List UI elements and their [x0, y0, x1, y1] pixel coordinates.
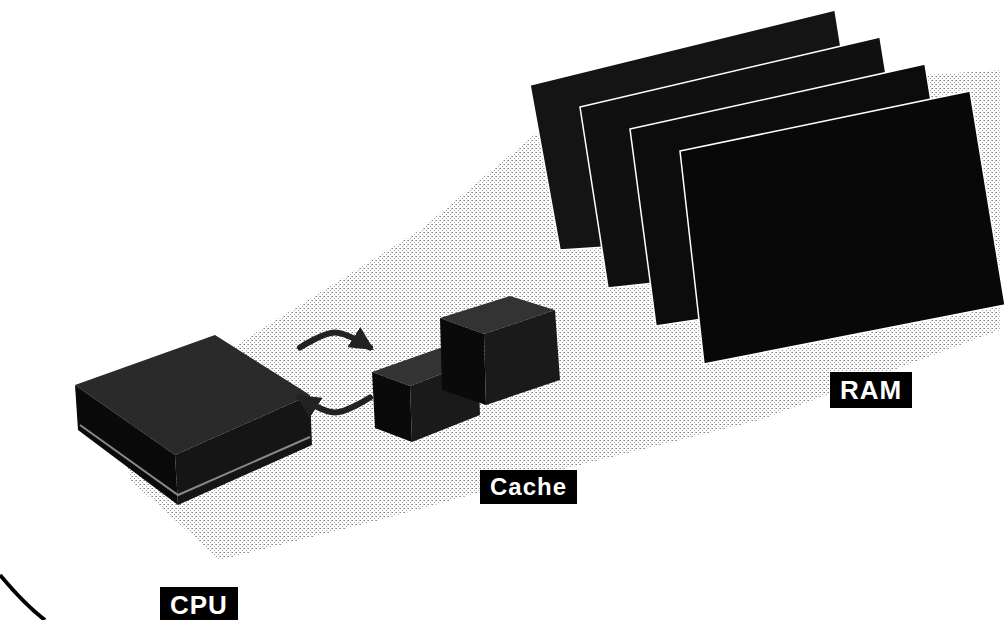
- ram-module: [680, 91, 1005, 364]
- data-flow-arrow: [300, 333, 370, 348]
- cpu-pins: [80, 425, 310, 495]
- component-label: CPU: [160, 587, 238, 620]
- component-group: RAM: [530, 5, 1000, 365]
- cache-chip-side: [372, 372, 412, 442]
- component-group: CPU: [75, 300, 300, 510]
- cache-chip-front: [484, 310, 560, 405]
- cpu-chip-side: [75, 385, 178, 505]
- board-edge: [0, 575, 45, 620]
- data-flow-arrow: [300, 398, 370, 413]
- ram-modules: [530, 10, 1005, 364]
- cache-chips: [372, 296, 560, 442]
- component-group: Cache: [370, 295, 565, 445]
- component-label: Cache: [480, 470, 577, 504]
- cpu-chip: [75, 335, 312, 505]
- component-label: RAM: [830, 372, 912, 408]
- cpu-chip-front: [175, 395, 312, 505]
- cache-chip-side: [440, 318, 486, 405]
